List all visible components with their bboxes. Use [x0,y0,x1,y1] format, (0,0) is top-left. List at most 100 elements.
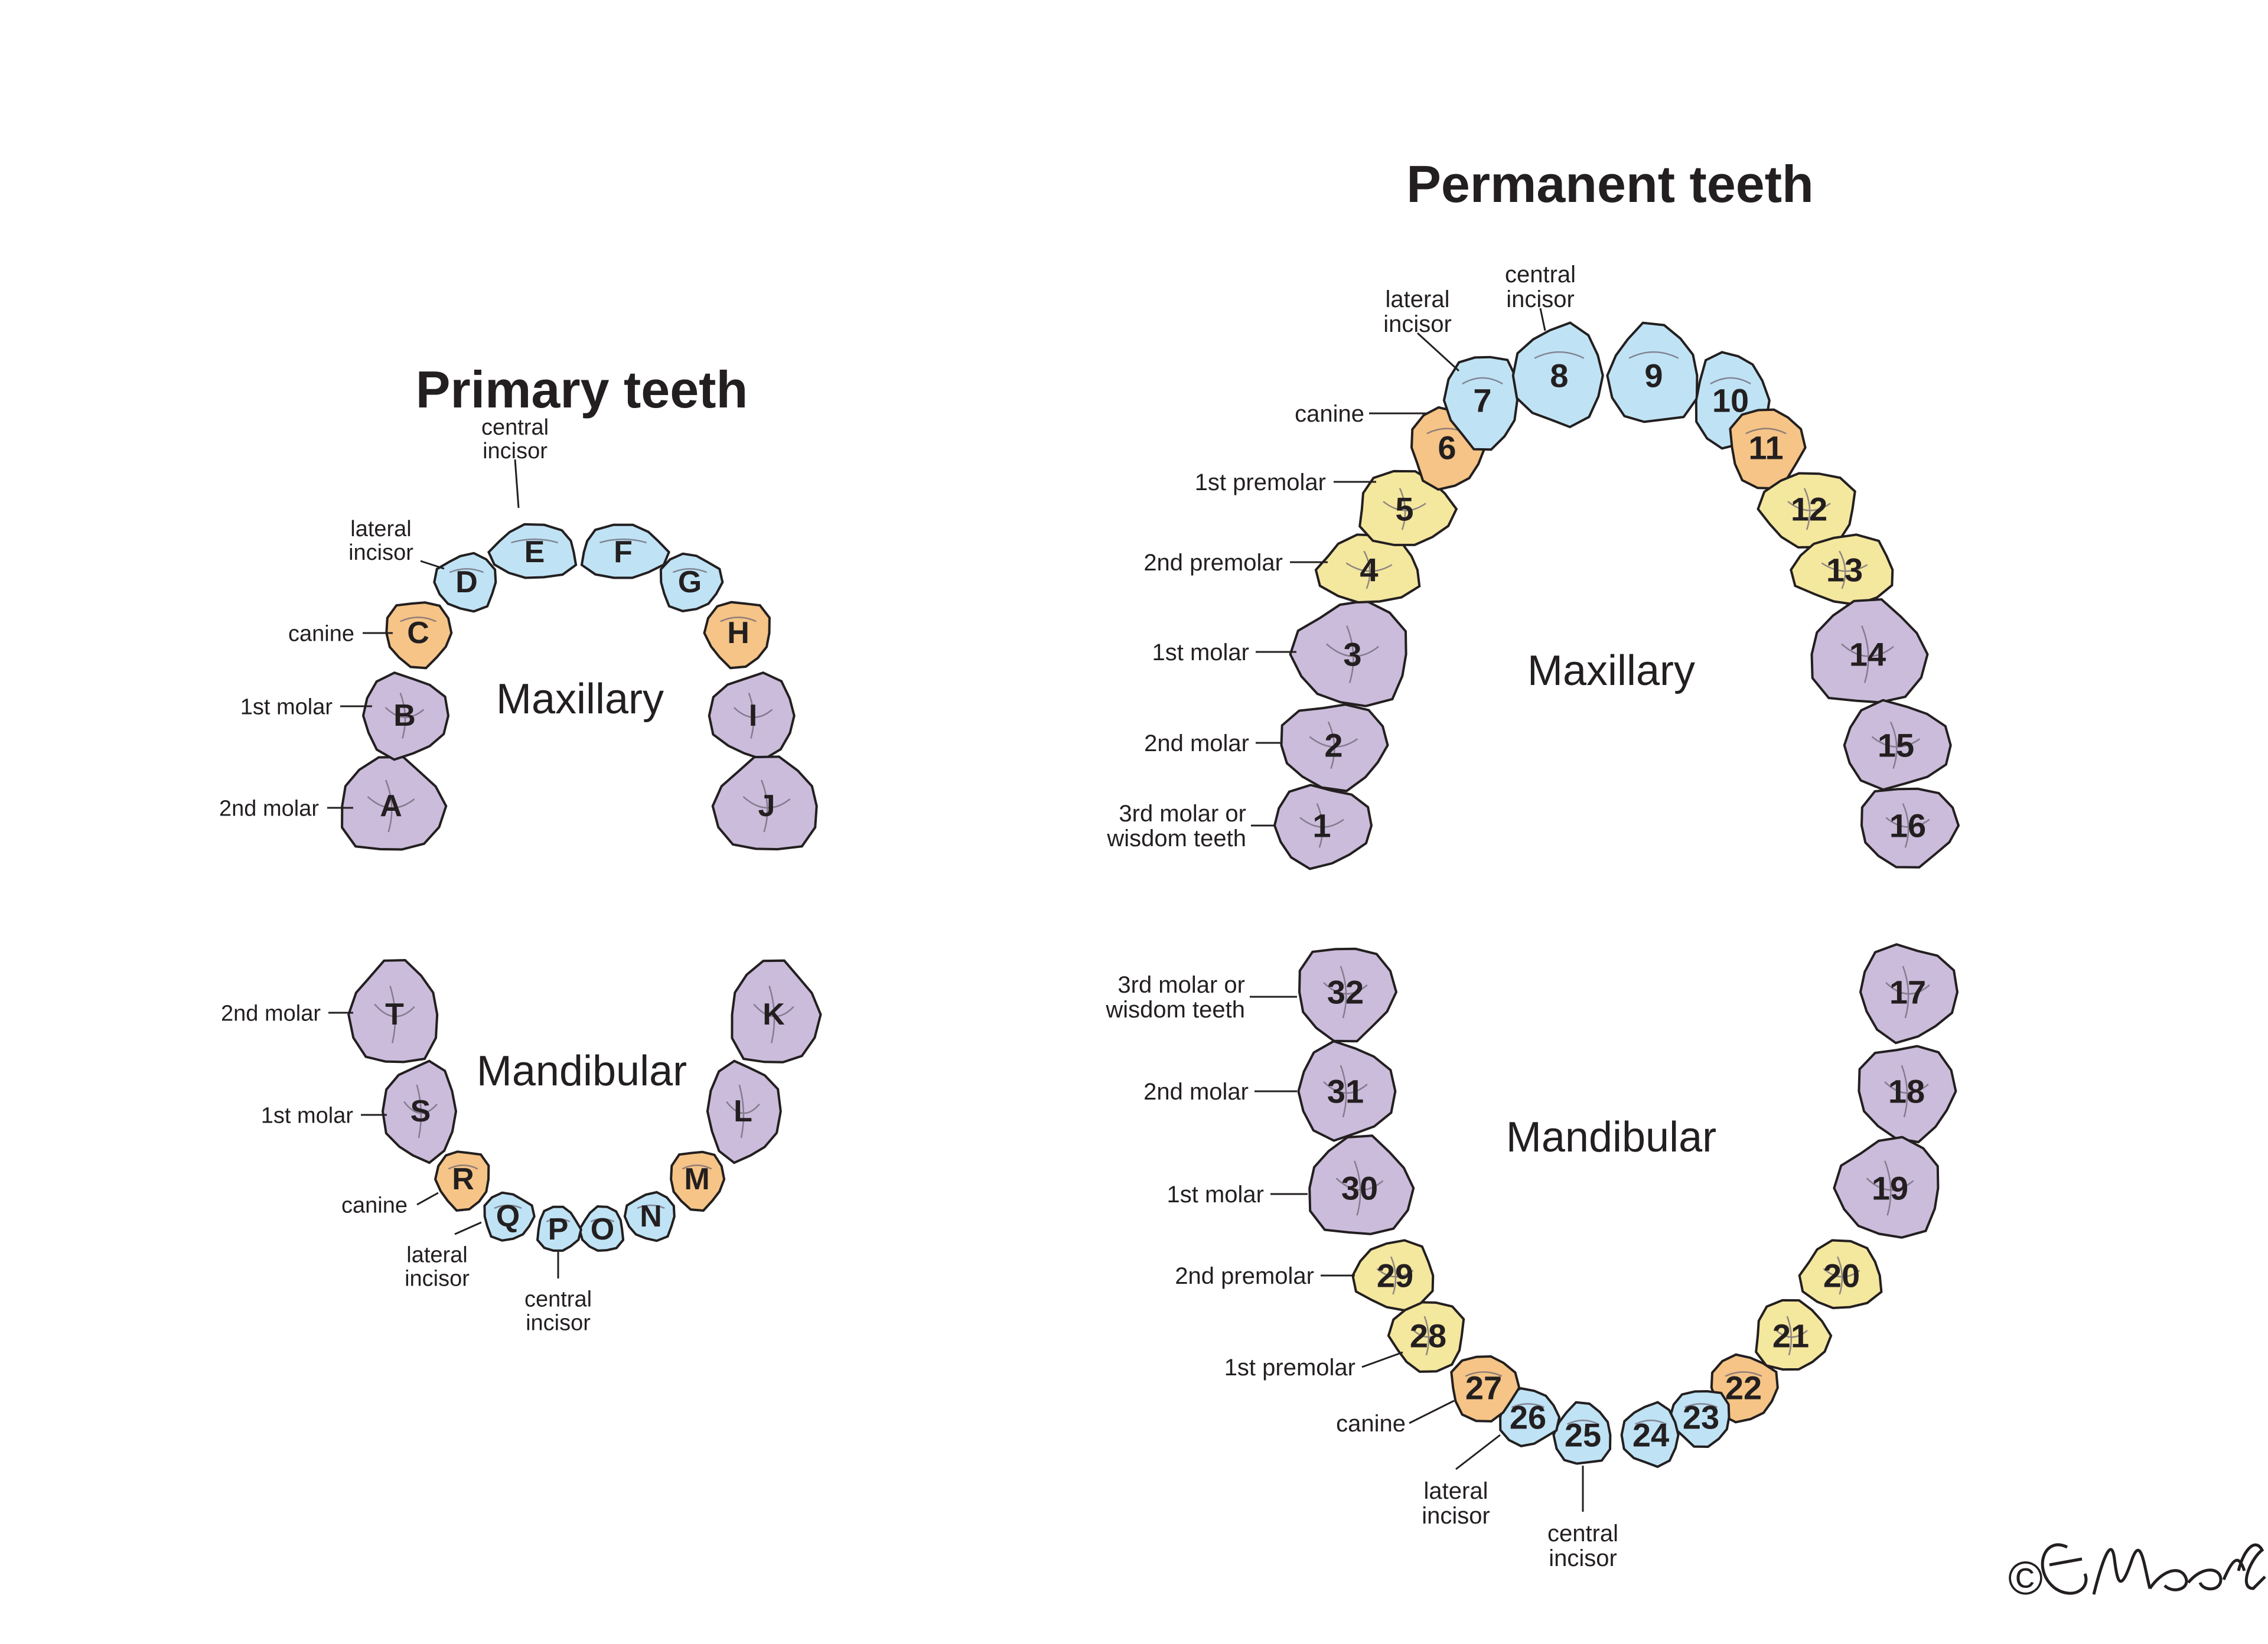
tooth-crown [1606,321,1699,423]
tooth-crown [1499,1387,1561,1447]
primary-tooth-l: L [706,1059,782,1164]
tooth-groove [1725,1371,1762,1377]
permanent-tooth-15: 15 [1843,699,1952,791]
tooth-crown [1833,1136,1940,1239]
tooth-groove [1462,377,1503,385]
tooth-groove [1885,803,1930,848]
tooth-crown [708,671,796,761]
tooth-number-label: 18 [1888,1073,1925,1110]
callout-text: central [1505,262,1576,288]
tooth-groove [1628,351,1679,359]
tooth-groove [1534,351,1585,359]
primary-tooth-s: S [381,1059,458,1164]
permanent-maxillary-callout: 2nd premolar [1143,550,1328,576]
tooth-groove [1511,1402,1544,1408]
permanent-teeth-title: Permanent teeth [1406,155,1814,213]
tooth-crown [1308,1134,1415,1235]
tooth-groove [400,616,436,622]
tooth-groove [546,1218,571,1222]
primary-tooth-p: P [536,1205,582,1252]
tooth-groove [367,779,415,833]
tooth-number-label: 5 [1395,491,1413,528]
tooth-groove [1710,377,1751,385]
tooth-crown [483,1191,536,1242]
tooth-number-label: C [407,616,429,650]
tooth-crown [1442,355,1518,451]
tooth-number-label: A [380,789,402,823]
tooth-groove [726,1084,760,1139]
tooth-number-label: 20 [1823,1257,1860,1294]
permanent-tooth-24: 24 [1620,1401,1680,1469]
tooth-groove [599,538,647,544]
tooth-number-label: 6 [1438,429,1456,467]
tooth-number-label: 15 [1878,727,1914,764]
callout-text: wisdom teeth [1106,826,1246,852]
permanent-mandibular-callout: 1st molar [1167,1182,1308,1208]
tooth-number-label: T [385,997,404,1032]
tooth-groove [1383,488,1426,530]
permanent-tooth-9: 9 [1606,321,1699,423]
copyright-symbol: © [2008,1552,2043,1604]
permanent-maxillary-callout: 1st premolar [1195,469,1376,495]
tooth-number-label: 27 [1465,1369,1502,1407]
callout-text: 1st molar [261,1103,354,1128]
tooth-number-label: 8 [1550,357,1568,394]
permanent-tooth-26: 26 [1499,1387,1561,1447]
tooth-number-label: 17 [1889,974,1926,1011]
callout-text: canine [1295,401,1364,427]
tooth-number-label: 2 [1324,727,1342,764]
callout-text: 3rd molar or [1117,972,1245,998]
primary-tooth-t: T [347,958,439,1064]
callout-text: lateral [1424,1478,1488,1504]
tooth-groove [1309,721,1358,769]
callout-text: central [524,1287,592,1312]
callout-text: 1st molar [1152,640,1250,666]
permanent-mandibular-label: Mandibular [1506,1114,1716,1161]
callout-text: incisor [348,540,413,565]
tooth-groove [753,986,794,1043]
primary-maxillary-callout: 2nd molar [219,796,353,821]
callout-text: lateral [1386,286,1450,312]
tooth-groove [1323,1065,1368,1118]
tooth-number-label: 26 [1510,1399,1546,1436]
tooth-groove [1821,550,1868,589]
callout-leader-line [454,1221,482,1235]
callout-text: central [481,415,549,440]
tooth-number-label: 1 [1312,807,1331,844]
callout-text: incisor [1549,1545,1617,1571]
callout-leader-line [420,560,445,570]
primary-tooth-o: O [578,1205,625,1252]
callout-text: 2nd molar [1143,1079,1249,1105]
callout-leader-line [1539,308,1546,331]
permanent-mandibular-callout: canine [1336,1400,1455,1437]
tooth-crown [1755,1299,1833,1371]
tooth-number-label: O [591,1212,614,1247]
tooth-crown [711,755,818,851]
tooth-number-label: 29 [1377,1257,1413,1294]
permanent-tooth-28: 28 [1387,1301,1465,1373]
primary-maxillary-label: Maxillary [496,676,664,723]
callout-text: 3rd molar or [1119,801,1246,827]
tooth-groove [672,567,708,573]
callout-leader-line [416,1192,439,1206]
tooth-crown [536,1205,582,1252]
tooth-number-label: J [758,789,775,823]
primary-tooth-k: K [731,959,822,1064]
permanent-tooth-27: 27 [1450,1355,1521,1423]
primary-tooth-a: A [341,755,448,851]
tooth-groove [448,1164,478,1170]
tooth-crown [1511,321,1604,429]
tooth-crown [341,755,448,851]
permanent-tooth-12: 12 [1757,472,1856,549]
tooth-groove [1774,1316,1808,1356]
primary-tooth-i: I [708,671,796,761]
tooth-crown [659,552,724,612]
permanent-tooth-32: 32 [1298,947,1398,1043]
callout-text: 1st premolar [1195,469,1326,495]
primary-maxillary-callout: canine [288,621,393,646]
tooth-groove [1823,1256,1860,1295]
tooth-crown [1798,1239,1883,1310]
tooth-crown [1810,598,1929,704]
